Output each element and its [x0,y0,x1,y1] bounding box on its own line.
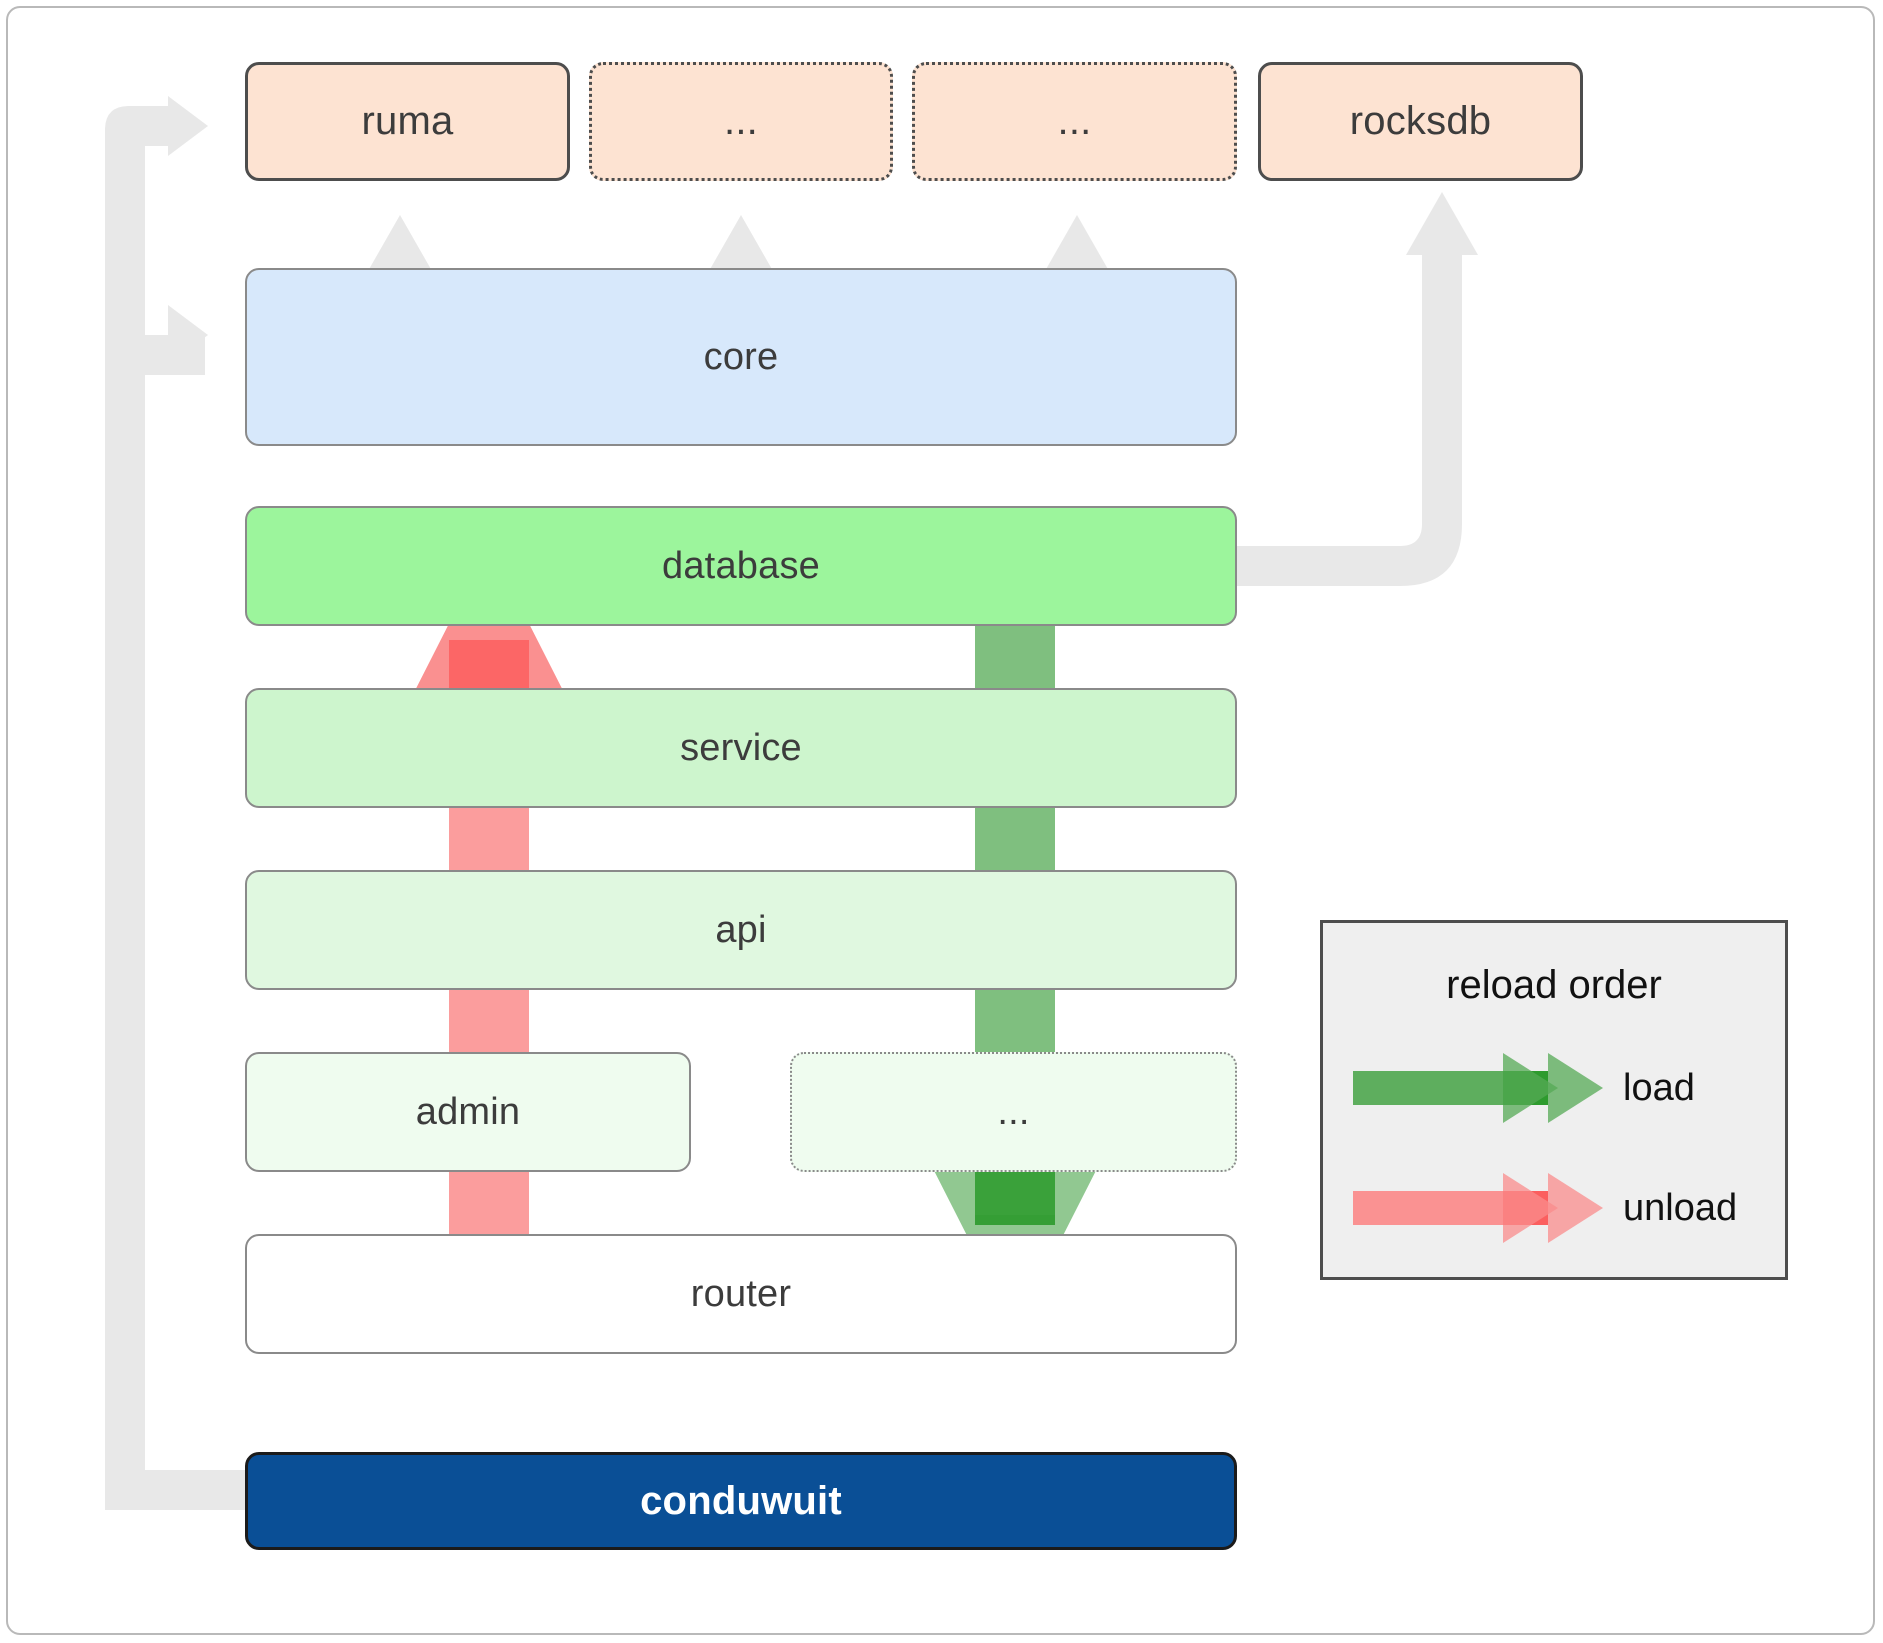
legend-item-label: unload [1623,1186,1738,1229]
legend-item-unload: unload [1353,1163,1763,1253]
layer-label: core [703,335,779,378]
legend-item-label: load [1623,1066,1695,1109]
layer-label: ... [997,1090,1030,1133]
layer-node-admin[interactable]: admin [245,1052,691,1172]
diagram-frame [6,6,1875,1635]
dep-label: ... [724,99,758,143]
dep-label: ruma [361,99,454,143]
load-arrow-icon [1353,1053,1603,1123]
binary-node-conduwuit[interactable]: conduwuit [245,1452,1237,1550]
legend-item-load: load [1353,1043,1763,1133]
dep-node-placeholder-2[interactable]: ... [912,62,1237,181]
unload-arrow-icon [1353,1173,1603,1243]
layer-label: database [662,544,820,587]
dep-label: ... [1057,99,1092,143]
legend-panel: reload order load unload [1320,920,1788,1280]
legend-title: reload order [1446,963,1662,1007]
dep-node-placeholder-1[interactable]: ... [589,62,893,181]
layer-label: router [690,1272,792,1315]
layer-label: admin [415,1090,521,1133]
dep-label: rocksdb [1349,99,1492,143]
layer-node-router[interactable]: router [245,1234,1237,1354]
binary-label: conduwuit [640,1478,842,1523]
layer-node-service[interactable]: service [245,688,1237,808]
dep-node-rocksdb[interactable]: rocksdb [1258,62,1583,181]
dep-node-ruma[interactable]: ruma [245,62,570,181]
layer-label: api [715,908,767,951]
layer-node-core[interactable]: core [245,268,1237,446]
layer-node-api[interactable]: api [245,870,1237,990]
layer-label: service [680,726,802,769]
layer-node-placeholder[interactable]: ... [790,1052,1237,1172]
layer-node-database[interactable]: database [245,506,1237,626]
